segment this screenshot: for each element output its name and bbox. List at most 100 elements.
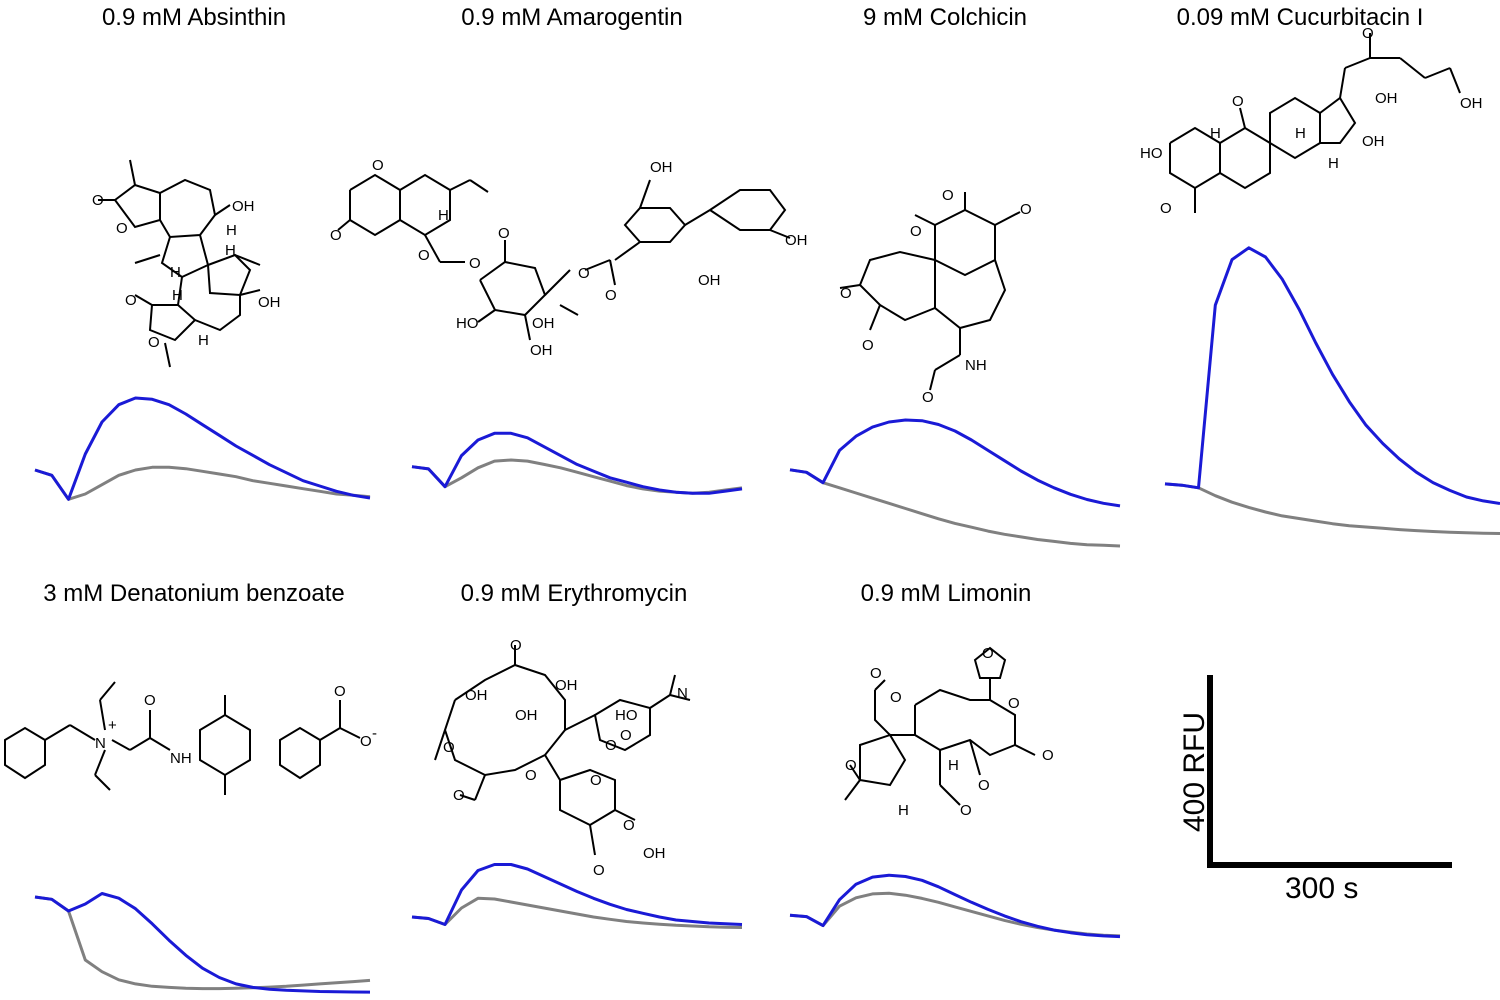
svg-text:O: O	[510, 640, 522, 654]
svg-text:O: O	[890, 689, 902, 706]
control-trace	[34, 465, 371, 501]
svg-text:O: O	[578, 265, 590, 282]
svg-text:N: N	[677, 685, 688, 702]
svg-text:O: O	[870, 665, 882, 682]
svg-text:OH: OH	[555, 677, 578, 694]
svg-text:H: H	[898, 802, 909, 819]
svg-text:O: O	[960, 802, 972, 819]
svg-text:OH: OH	[530, 342, 553, 355]
svg-text:O: O	[922, 389, 934, 405]
svg-text:OH: OH	[258, 294, 281, 311]
svg-text:H: H	[1295, 125, 1306, 142]
svg-text:O: O	[910, 223, 922, 240]
svg-text:HO: HO	[615, 707, 638, 724]
svg-text:H: H	[225, 242, 236, 259]
svg-text:NH: NH	[965, 357, 987, 374]
svg-text:O: O	[1020, 201, 1032, 218]
svg-text:O: O	[148, 334, 160, 351]
svg-text:O: O	[982, 645, 994, 662]
svg-text:O: O	[372, 157, 384, 174]
structure-denatonium: N+ ONH OO -	[4, 681, 377, 795]
svg-text:H: H	[170, 264, 181, 281]
stimulated-trace	[411, 863, 743, 926]
svg-text:HO: HO	[456, 315, 479, 332]
chart-erythromycin	[411, 863, 743, 929]
svg-text:O: O	[334, 683, 346, 700]
panel-title-limonin: 0.9 mM Limonin	[860, 580, 1032, 607]
control-trace	[411, 896, 743, 929]
svg-text:H: H	[226, 222, 237, 239]
svg-text:O: O	[590, 772, 602, 789]
svg-text:-: -	[372, 725, 377, 742]
stimulated-trace	[789, 418, 1121, 508]
svg-text:N: N	[95, 735, 106, 752]
svg-text:O: O	[1362, 28, 1374, 42]
svg-text:O: O	[623, 817, 635, 834]
svg-text:O: O	[593, 862, 605, 879]
svg-text:H: H	[948, 757, 959, 774]
stimulated-trace	[411, 431, 743, 495]
svg-text:O: O	[605, 287, 617, 304]
svg-text:O: O	[144, 692, 156, 709]
svg-text:H: H	[172, 287, 183, 304]
panel-title-amarogentin: 0.9 mM Amarogentin	[461, 4, 683, 31]
svg-text:O: O	[1042, 747, 1054, 764]
svg-text:O: O	[1232, 93, 1244, 110]
panel-title-colchicin: 9 mM Colchicin	[862, 4, 1028, 31]
svg-text:OH: OH	[785, 232, 808, 249]
scale-bar-y-label: 400 RFU	[1178, 711, 1212, 833]
svg-text:OH: OH	[515, 707, 538, 724]
panel-title-erythromycin: 0.9 mM Erythromycin	[460, 580, 688, 607]
chart-cucurbitacin	[1164, 246, 1500, 535]
svg-text:O: O	[978, 777, 990, 794]
stimulated-trace	[1164, 246, 1500, 505]
svg-text:O: O	[845, 757, 857, 774]
svg-text:H: H	[198, 332, 209, 349]
svg-text:O: O	[498, 225, 510, 242]
svg-text:O: O	[942, 187, 954, 204]
svg-text:O: O	[125, 292, 137, 309]
svg-text:H: H	[438, 207, 449, 224]
chart-limonin	[789, 873, 1121, 939]
svg-text:O: O	[1160, 200, 1172, 217]
stimulated-trace	[789, 873, 1121, 939]
svg-text:OH: OH	[1375, 90, 1398, 107]
control-trace	[34, 895, 371, 991]
chart-denatonium	[34, 892, 371, 994]
svg-text:O: O	[620, 727, 632, 744]
svg-text:O: O	[418, 247, 430, 264]
svg-text:OH: OH	[465, 687, 488, 704]
stimulated-trace	[34, 892, 371, 994]
svg-text:O: O	[840, 285, 852, 302]
svg-text:O: O	[360, 733, 372, 750]
panel-title-cucurbitacin: 0.09 mM Cucurbitacin I	[1176, 4, 1424, 31]
svg-text:O: O	[605, 737, 617, 754]
scale-bar-x-label: 300 s	[1285, 872, 1359, 905]
svg-text:OH: OH	[643, 845, 666, 862]
svg-text:OH: OH	[698, 272, 721, 289]
control-trace	[789, 468, 1121, 548]
svg-text:OH: OH	[232, 198, 255, 215]
svg-text:O: O	[453, 787, 465, 804]
svg-text:OH: OH	[650, 159, 673, 176]
svg-text:H: H	[1328, 155, 1339, 172]
scale-bar: 400 RFU 300 s	[1160, 660, 1480, 920]
svg-text:O: O	[443, 739, 455, 756]
svg-text:O: O	[92, 192, 104, 209]
control-trace	[1164, 482, 1500, 535]
svg-text:O: O	[469, 255, 481, 272]
panel-title-absinthin: 0.9 mM Absinthin	[101, 4, 287, 31]
svg-text:O: O	[1008, 695, 1020, 712]
svg-text:O: O	[116, 220, 128, 237]
svg-text:+: +	[108, 717, 117, 734]
svg-text:OH: OH	[1362, 133, 1385, 150]
chart-absinthin	[34, 396, 371, 501]
svg-text:HO: HO	[1140, 145, 1163, 162]
svg-text:O: O	[330, 227, 342, 244]
svg-text:OH: OH	[532, 315, 555, 332]
